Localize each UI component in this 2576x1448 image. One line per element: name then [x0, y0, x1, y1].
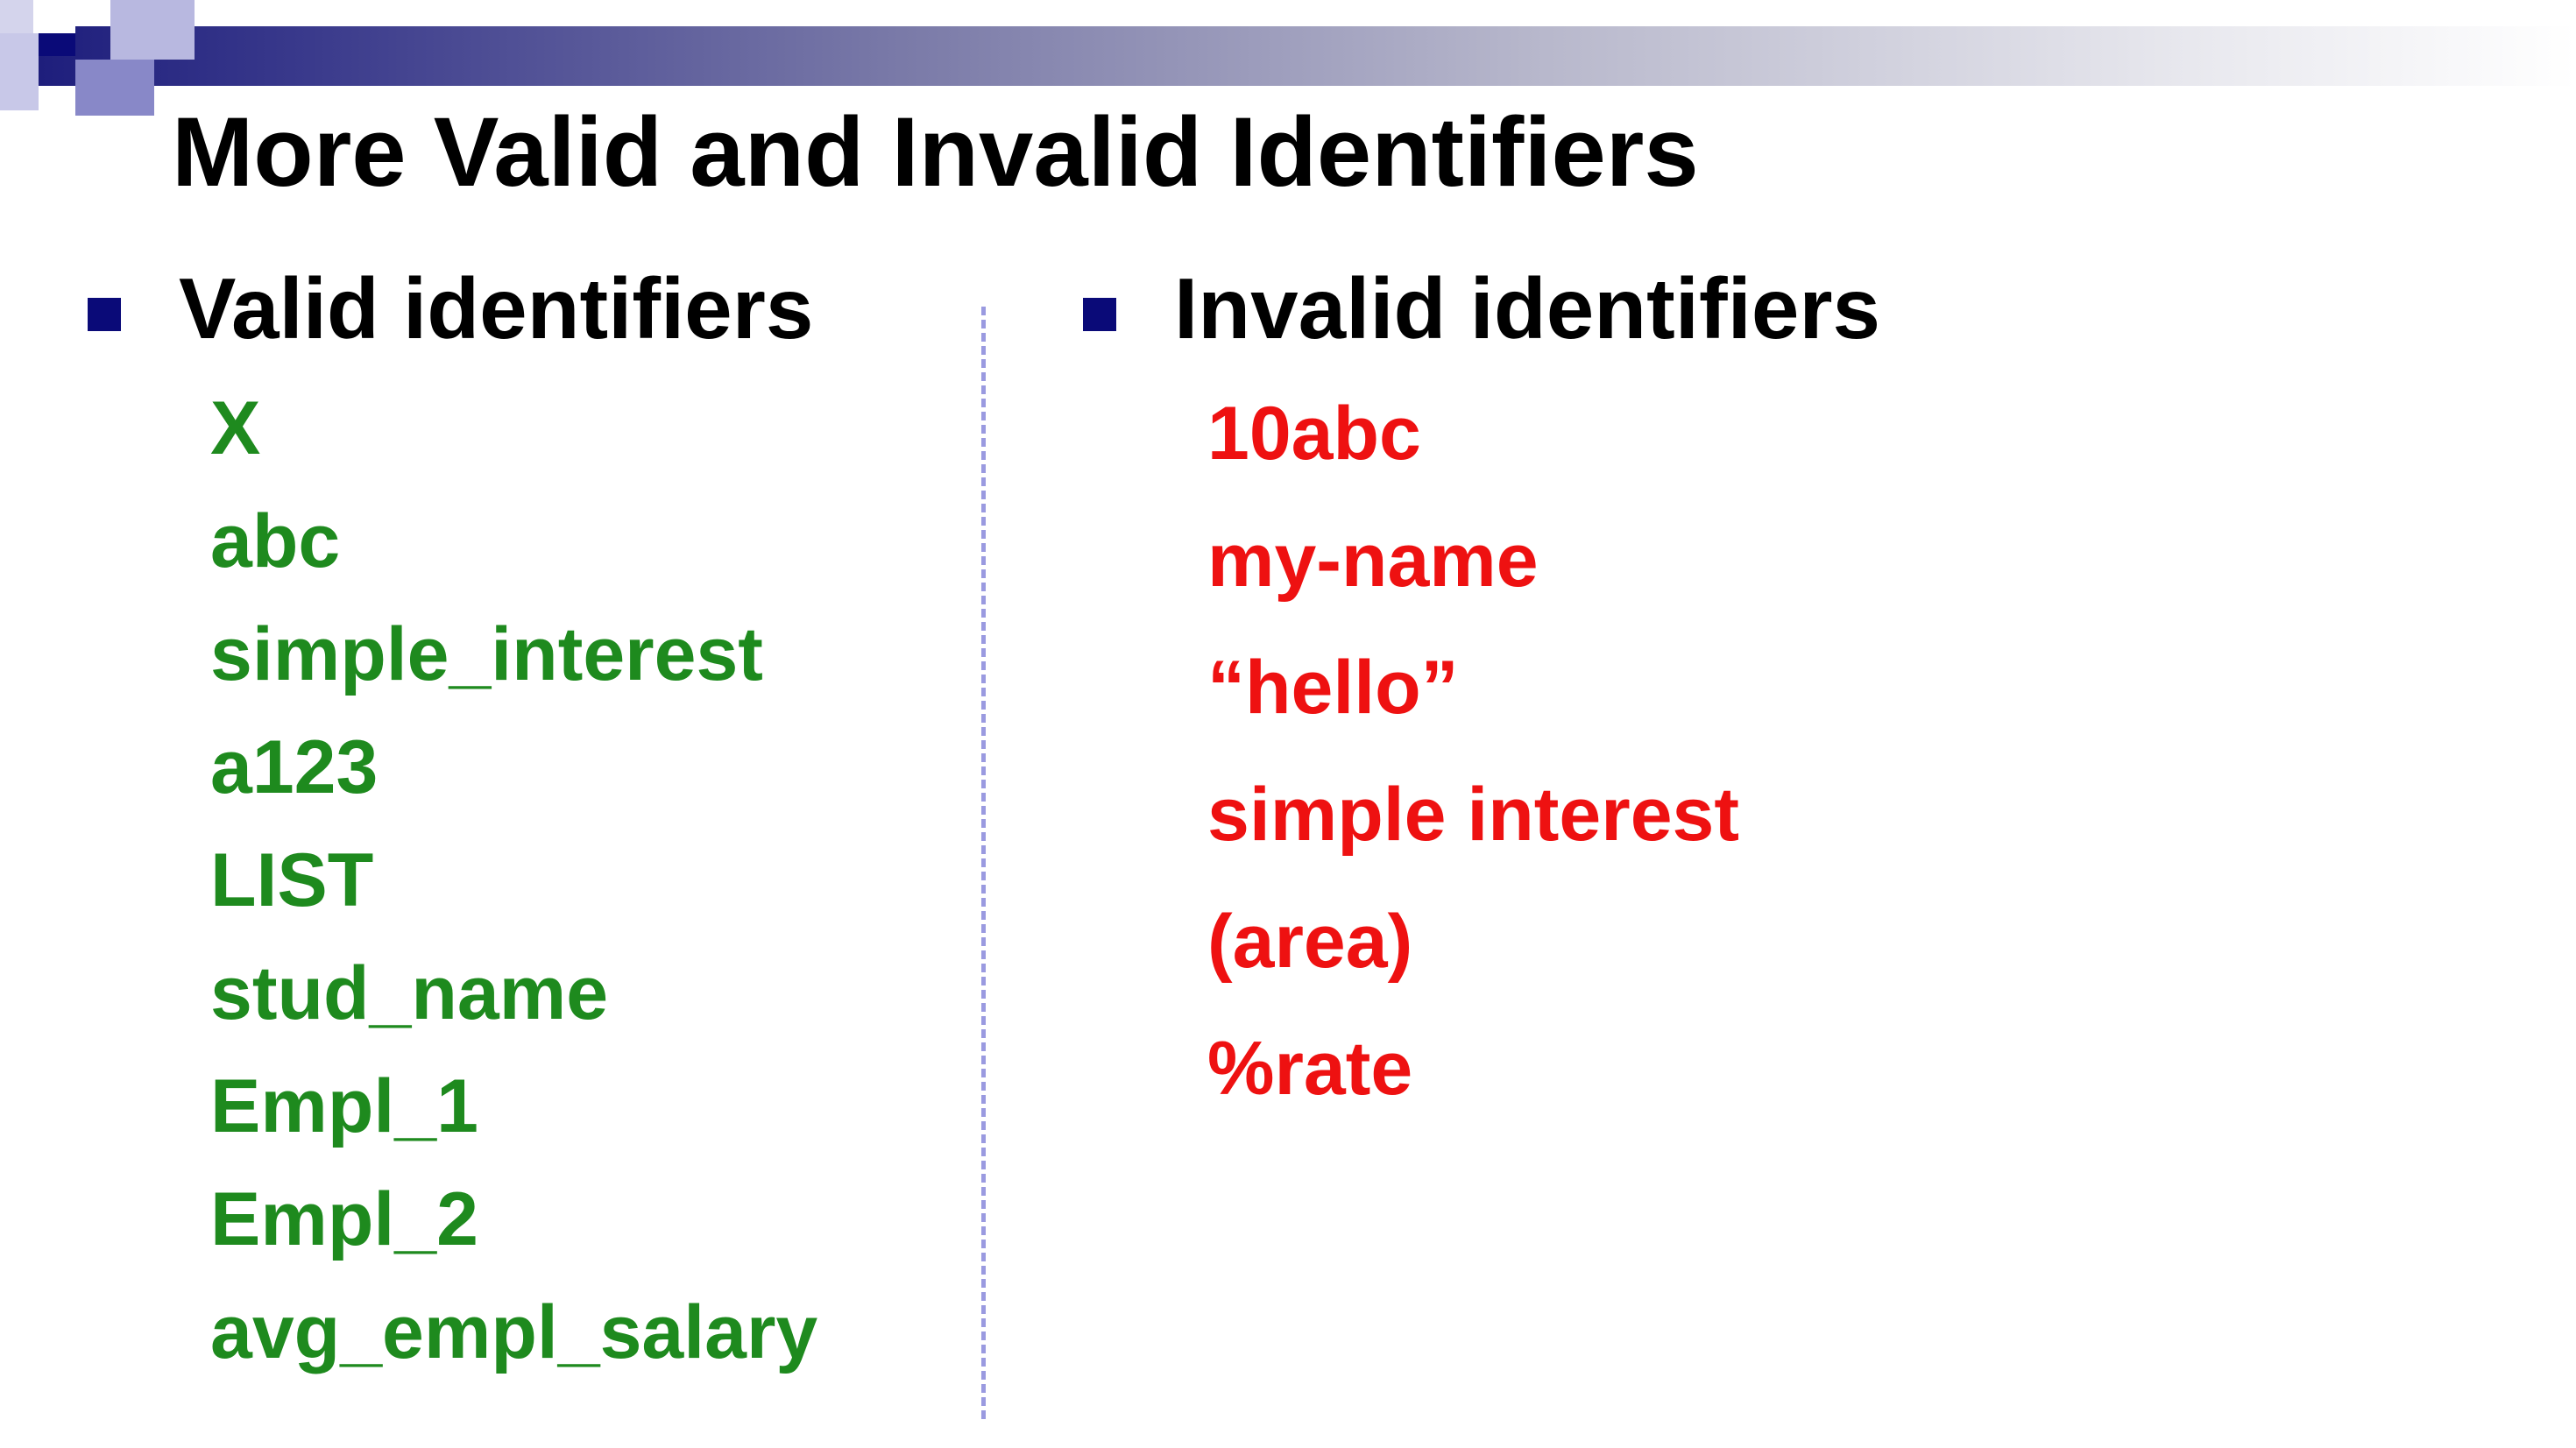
- list-item: stud_name: [210, 951, 609, 1035]
- list-item: %rate: [1207, 1027, 1413, 1111]
- corner-square: [75, 60, 154, 116]
- list-item: X: [210, 386, 261, 470]
- square-bullet-icon: [88, 298, 121, 331]
- list-item: 10abc: [1207, 392, 1421, 476]
- invalid-identifier-list: 10abc my-name “hello” simple interest (a…: [1207, 396, 1739, 1158]
- list-item: “hello”: [1207, 646, 1459, 730]
- list-item: my-name: [1207, 519, 1539, 603]
- list-item: abc: [210, 499, 341, 583]
- list-item: Empl_1: [210, 1064, 478, 1148]
- list-item: simple interest: [1207, 773, 1739, 857]
- valid-identifier-list: X abc simple_interest a123 LIST stud_nam…: [210, 391, 817, 1408]
- corner-square: [0, 33, 39, 110]
- corner-square: [33, 0, 75, 33]
- corner-square: [110, 0, 195, 60]
- slide-title: More Valid and Invalid Identifiers: [172, 97, 1699, 207]
- list-item: avg_empl_salary: [210, 1290, 818, 1374]
- invalid-heading: Invalid identifiers: [1174, 260, 1880, 357]
- list-item: a123: [210, 725, 379, 809]
- corner-square: [0, 0, 33, 33]
- list-item: Empl_2: [210, 1177, 478, 1261]
- column-divider: [981, 307, 986, 1419]
- list-item: (area): [1207, 900, 1413, 984]
- corner-square: [39, 33, 75, 56]
- list-item: simple_interest: [210, 612, 763, 696]
- valid-heading: Valid identifiers: [179, 260, 814, 357]
- list-item: LIST: [210, 838, 374, 922]
- square-bullet-icon: [1083, 298, 1116, 331]
- header-gradient-band: [0, 26, 2576, 86]
